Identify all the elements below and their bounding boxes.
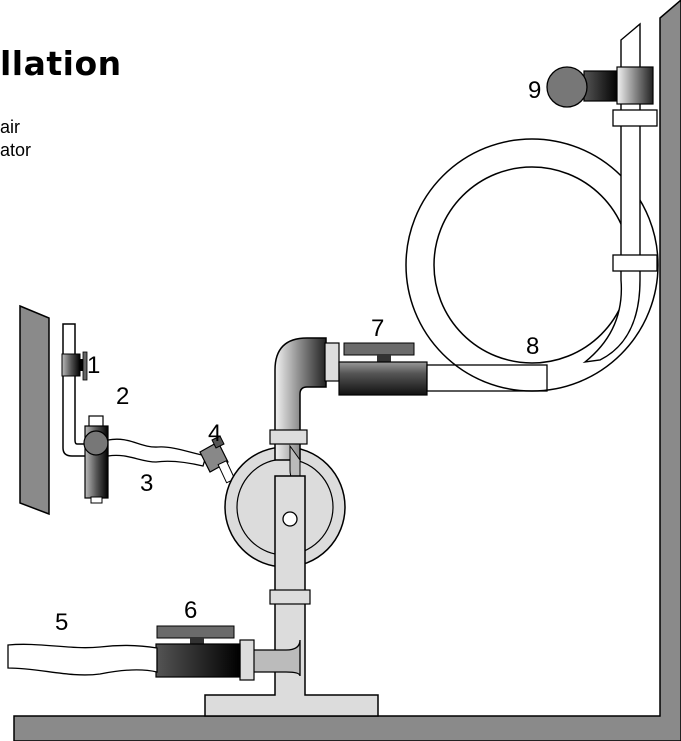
discharge-line	[426, 364, 548, 392]
air-line-pipe	[62, 323, 89, 457]
callout-8: 8	[526, 333, 539, 360]
callout-3: 3	[140, 470, 153, 497]
riser-pipe	[582, 22, 641, 364]
callout-1: 1	[87, 352, 100, 379]
callout-9: 9	[528, 77, 541, 104]
pipe-flange-right	[324, 342, 340, 382]
left-wall-panel	[19, 304, 50, 516]
pipe-flange-upper	[269, 429, 308, 445]
stand-bolt-hole	[282, 511, 298, 527]
air-shutoff-valve	[61, 351, 88, 381]
suction-pipe	[249, 639, 301, 677]
air-filter-regulator	[83, 415, 109, 504]
callout-5: 5	[55, 609, 68, 636]
callout-2: 2	[116, 383, 129, 410]
diagram-title: llation	[0, 44, 122, 83]
suction-hose	[7, 643, 158, 676]
description-line-1: air	[0, 117, 21, 137]
callout-7: 7	[371, 315, 384, 342]
stand-clamp	[269, 589, 311, 605]
discharge-shutoff-valve	[338, 342, 428, 396]
diagram-description: air ator	[0, 116, 31, 162]
description-line-2: ator	[0, 140, 32, 160]
wall-bracket-upper	[612, 109, 658, 127]
air-hose	[107, 438, 207, 467]
floor-and-wall	[13, 0, 681, 741]
suction-flange	[239, 639, 255, 681]
callout-4: 4	[208, 420, 221, 447]
callout-6: 6	[184, 597, 197, 624]
wall-bracket-lower	[612, 254, 658, 272]
outlet-valve	[546, 66, 654, 108]
suction-shutoff-valve	[155, 625, 241, 678]
